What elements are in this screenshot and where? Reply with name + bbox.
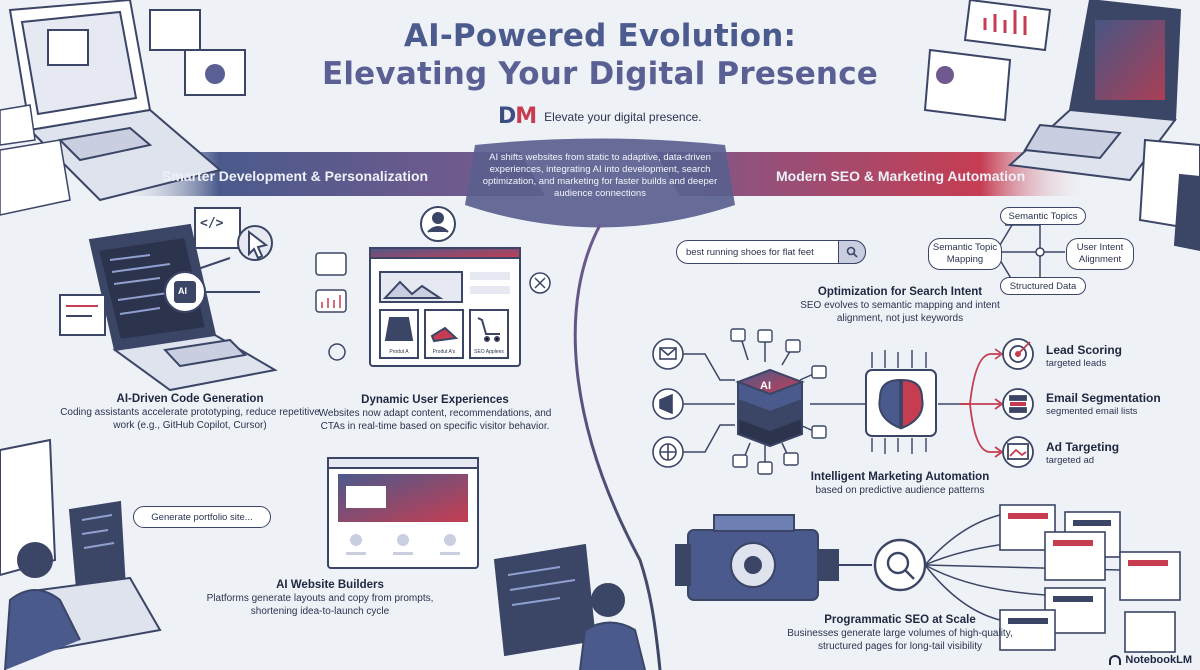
marketing-desc: based on predictive audience patterns bbox=[815, 485, 985, 496]
node-semantic-topics: Semantic Topics bbox=[1000, 207, 1086, 225]
laptop-top-right bbox=[923, 0, 1200, 252]
output-email-seg-sub: segmented email lists bbox=[1046, 406, 1138, 417]
programmatic-desc: Businesses generate large volumes of hig… bbox=[787, 628, 1013, 652]
intro-bubble bbox=[465, 138, 735, 228]
brand-logo-d: D bbox=[498, 104, 516, 129]
bar-chart-top-right bbox=[983, 10, 1027, 35]
notebooklm-icon bbox=[1109, 655, 1122, 665]
marketing-input-icons bbox=[652, 338, 684, 468]
laptop-top-left bbox=[8, 0, 246, 202]
builder-browser bbox=[327, 457, 479, 569]
dynamic-ux-desc: Websites now adapt content, recommendati… bbox=[318, 408, 552, 432]
search-button[interactable] bbox=[838, 240, 866, 264]
programmatic-title: Programmatic SEO at Scale bbox=[824, 614, 976, 626]
person-laptop-bottom-left bbox=[0, 438, 162, 670]
brand-logo: DM bbox=[498, 104, 537, 129]
code-gen-desc: Coding assistants accelerate prototyping… bbox=[60, 407, 320, 431]
cursor-icon bbox=[237, 225, 273, 261]
ai-chip-icon: AI bbox=[178, 286, 187, 296]
output-ad-targeting-sub: targeted ad bbox=[1046, 455, 1095, 466]
seo-page-fan bbox=[924, 514, 1121, 621]
divider-curve bbox=[573, 224, 662, 670]
right-band bbox=[655, 152, 1090, 196]
output-email-seg-title: Email Segmentation bbox=[1046, 391, 1161, 405]
brain-icon bbox=[865, 350, 937, 454]
notebooklm-badge: NotebookLM bbox=[1109, 654, 1192, 666]
intro-text: AI shifts websites from static to adapti… bbox=[482, 152, 718, 199]
ai-stack-label: AI bbox=[760, 380, 771, 392]
builders-title: AI Website Builders bbox=[276, 579, 384, 591]
brand-logo-m: M bbox=[515, 104, 537, 129]
generate-prompt-input[interactable]: Generate portfolio site... bbox=[133, 506, 271, 528]
left-band-label: Smarter Development & Personalization bbox=[162, 168, 429, 184]
code-gen-title: AI-Driven Code Generation bbox=[116, 393, 264, 405]
search-intent-title: Optimization for Search Intent bbox=[817, 286, 983, 298]
node-user-intent: User Intent Alignment bbox=[1066, 238, 1134, 270]
user-icon bbox=[420, 206, 456, 242]
product-label-3: SEO Applees bbox=[474, 349, 504, 355]
page-title-line1: AI-Powered Evolution: bbox=[403, 18, 797, 54]
ad-target-icon bbox=[1002, 436, 1034, 468]
social-mini-icons bbox=[730, 328, 827, 475]
code-icon: </> bbox=[200, 216, 224, 231]
search-input[interactable]: best running shoes for flat feet bbox=[676, 240, 866, 264]
brand-tagline: Elevate your digital presence. bbox=[544, 109, 702, 124]
semantic-mindmap-lines bbox=[999, 219, 1065, 286]
output-arrows bbox=[960, 348, 1004, 458]
builders-desc: Platforms generate layouts and copy from… bbox=[206, 593, 434, 617]
search-query-text: best running shoes for flat feet bbox=[686, 246, 814, 258]
notebooklm-label: NotebookLM bbox=[1125, 654, 1192, 666]
dynamic-ux-browser bbox=[369, 247, 521, 367]
laptop-code-gen bbox=[59, 207, 278, 392]
output-ad-targeting-title: Ad Targeting bbox=[1046, 440, 1120, 454]
person-laptop-bottom-center bbox=[493, 543, 646, 670]
search-icon bbox=[846, 246, 858, 258]
ai-server-stack bbox=[735, 368, 805, 448]
product-label-1: Produt A bbox=[389, 349, 409, 355]
page-title-line2: Elevating Your Digital Presence bbox=[321, 56, 878, 92]
paper-stack-left bbox=[0, 104, 71, 216]
target-icon bbox=[1002, 338, 1034, 370]
product-label-2: Produt A's bbox=[432, 349, 456, 355]
brand-row: DM Elevate your digital presence. bbox=[498, 104, 702, 129]
seo-pages bbox=[999, 504, 1181, 653]
right-band-label: Modern SEO & Marketing Automation bbox=[776, 168, 1026, 184]
search-intent-desc: SEO evolves to semantic mapping and inte… bbox=[800, 300, 1000, 324]
left-band bbox=[110, 152, 545, 196]
search-icon-large bbox=[873, 538, 927, 592]
marketing-title: Intelligent Marketing Automation bbox=[810, 471, 990, 483]
ux-side-icons bbox=[315, 252, 551, 361]
node-structured-data: Structured Data bbox=[1000, 277, 1086, 295]
node-semantic-topic-mapping: Semantic Topic Mapping bbox=[928, 238, 1002, 270]
seo-engine bbox=[675, 514, 872, 601]
email-list-icon bbox=[1002, 388, 1034, 420]
output-lead-scoring-sub: targeted leads bbox=[1046, 358, 1107, 369]
output-lead-scoring-title: Lead Scoring bbox=[1046, 343, 1123, 357]
dynamic-ux-title: Dynamic User Experiences bbox=[361, 394, 509, 406]
